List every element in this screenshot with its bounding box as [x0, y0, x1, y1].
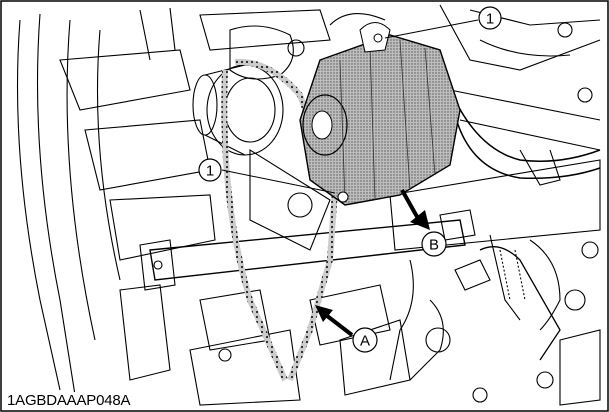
engine-background — [16, 4, 601, 406]
direction-arrows — [315, 189, 430, 337]
callout-upper-1: 1 — [478, 6, 502, 30]
svg-text:A: A — [360, 333, 370, 350]
alternator — [299, 13, 461, 206]
svg-text:1: 1 — [486, 11, 494, 28]
callout-lower-1: 1 — [198, 158, 222, 182]
leader-lines — [221, 19, 479, 194]
svg-text:B: B — [429, 237, 439, 254]
callout-a: A — [352, 327, 378, 353]
arrow-b-head — [410, 210, 430, 230]
arrow-a-head — [315, 305, 333, 322]
svg-text:1: 1 — [206, 163, 214, 180]
drive-belt — [221, 58, 339, 382]
callout-b: B — [421, 231, 447, 257]
figure-code: 1AGBDAAAP048A — [5, 392, 133, 409]
